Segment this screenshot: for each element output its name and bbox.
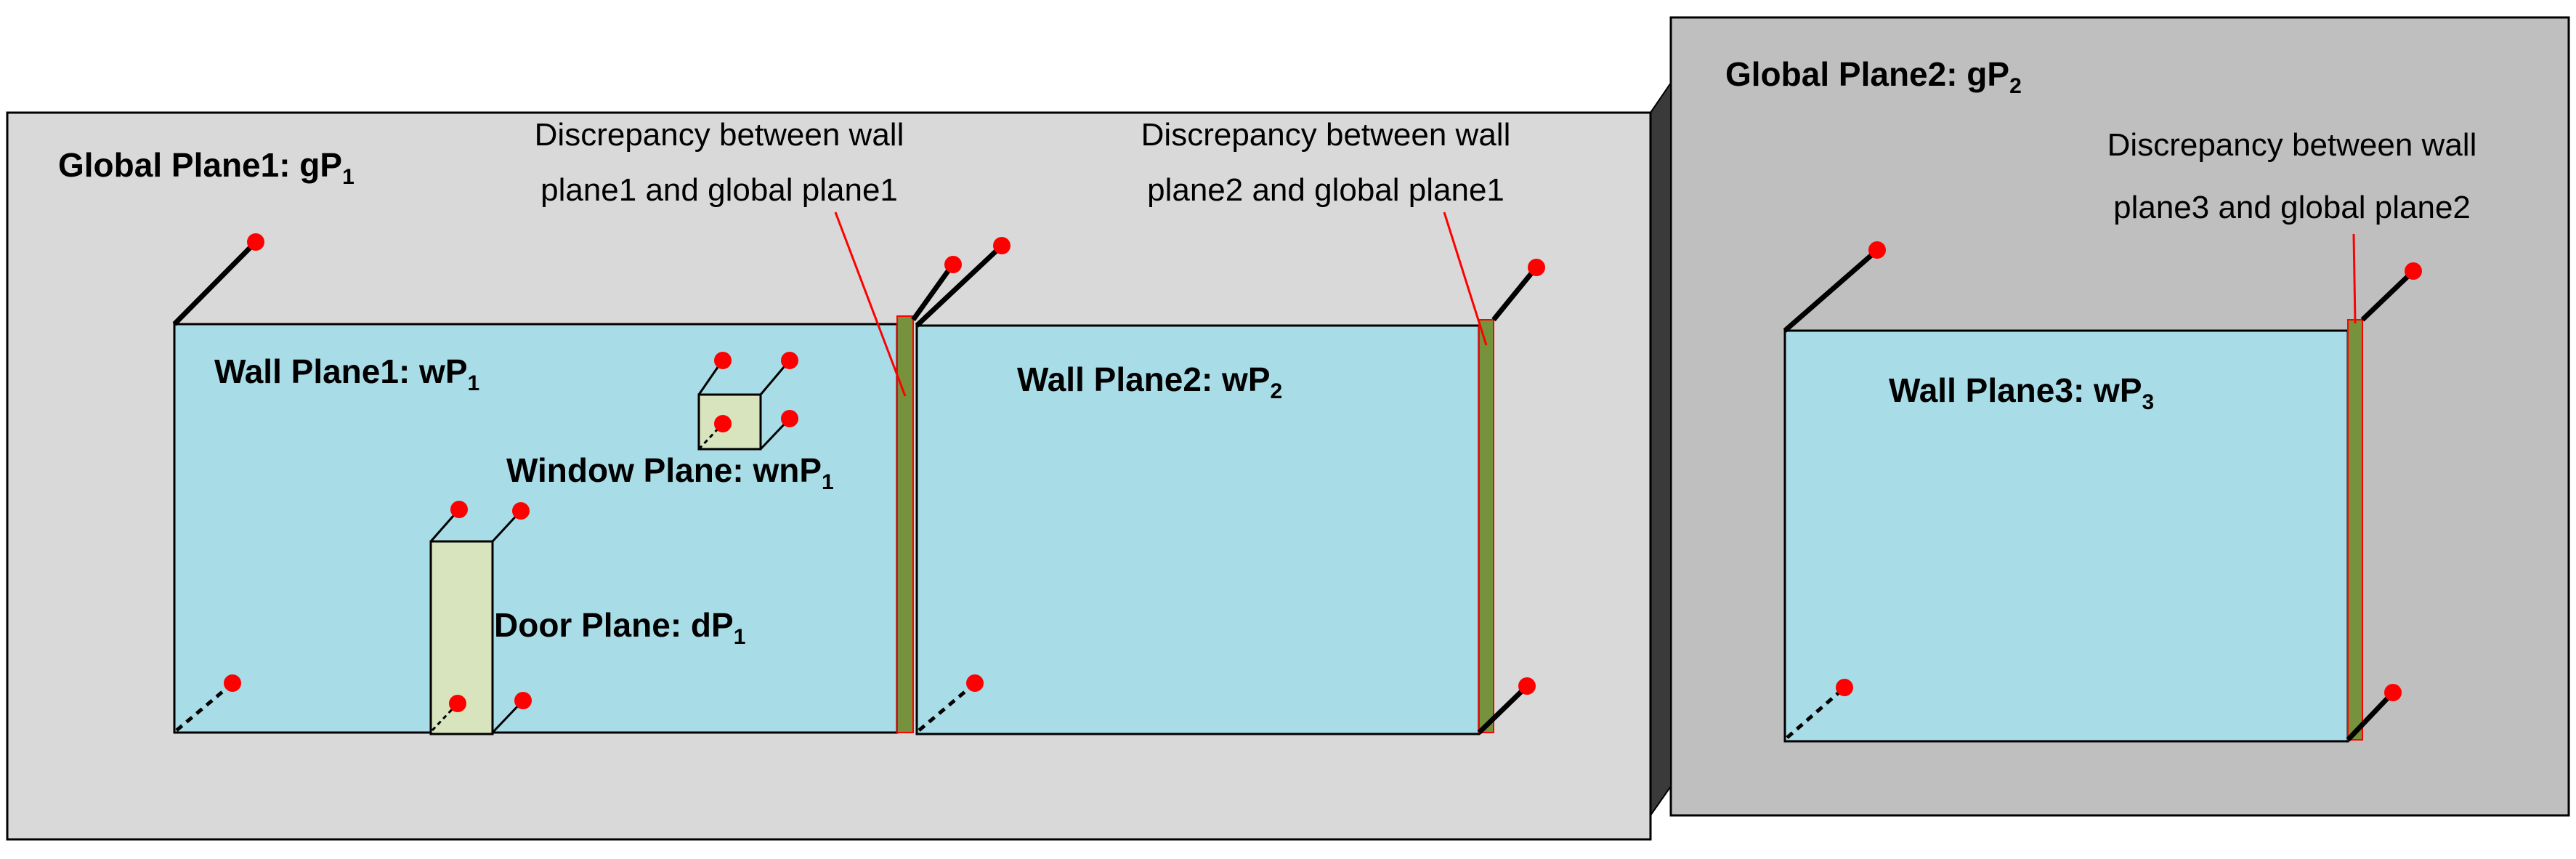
discrepancy-strip2 bbox=[1478, 319, 1494, 733]
discrepancy-strip1 bbox=[896, 315, 914, 733]
discrepancy2-label: Discrepancy between wall plane2 and glob… bbox=[1141, 117, 1511, 208]
vector-points bbox=[224, 233, 2422, 712]
wall-plane3 bbox=[1783, 329, 2349, 743]
global-plane2-label: Global Plane2: gP2 bbox=[1725, 55, 2022, 98]
wall-plane1 bbox=[173, 323, 899, 734]
wall-plane2 bbox=[915, 324, 1481, 735]
dashed-vectors bbox=[175, 683, 1844, 739]
wall-plane2-label: Wall Plane2: wP2 bbox=[1017, 360, 1282, 403]
discrepancy3-label: Discrepancy between wall plane3 and glob… bbox=[2107, 127, 2477, 225]
discrepancy1-line2: plane1 and global plane1 bbox=[540, 172, 898, 208]
discrepancy3-line1: Discrepancy between wall bbox=[2107, 127, 2477, 163]
global-plane2-side bbox=[1650, 80, 1672, 818]
window-plane-label: Window Plane: wnP1 bbox=[506, 451, 834, 494]
wall-plane3-label: Wall Plane3: wP3 bbox=[1889, 371, 2154, 414]
global-plane1-label: Global Plane1: gP1 bbox=[58, 146, 355, 189]
discrepancy1-line1: Discrepancy between wall bbox=[535, 117, 904, 153]
annotation-lines bbox=[834, 211, 2357, 397]
discrepancy3-line2: plane3 and global plane2 bbox=[2113, 190, 2471, 225]
door-plane-label: Door Plane: dP1 bbox=[494, 606, 745, 649]
discrepancy2-line1: Discrepancy between wall bbox=[1141, 117, 1511, 153]
wall-plane1-label: Wall Plane1: wP1 bbox=[214, 352, 479, 395]
discrepancy-strip3 bbox=[2347, 319, 2363, 741]
discrepancy1-label: Discrepancy between wall plane1 and glob… bbox=[535, 117, 904, 208]
normal-vectors bbox=[172, 241, 2414, 742]
discrepancy2-line2: plane2 and global plane1 bbox=[1147, 172, 1504, 208]
